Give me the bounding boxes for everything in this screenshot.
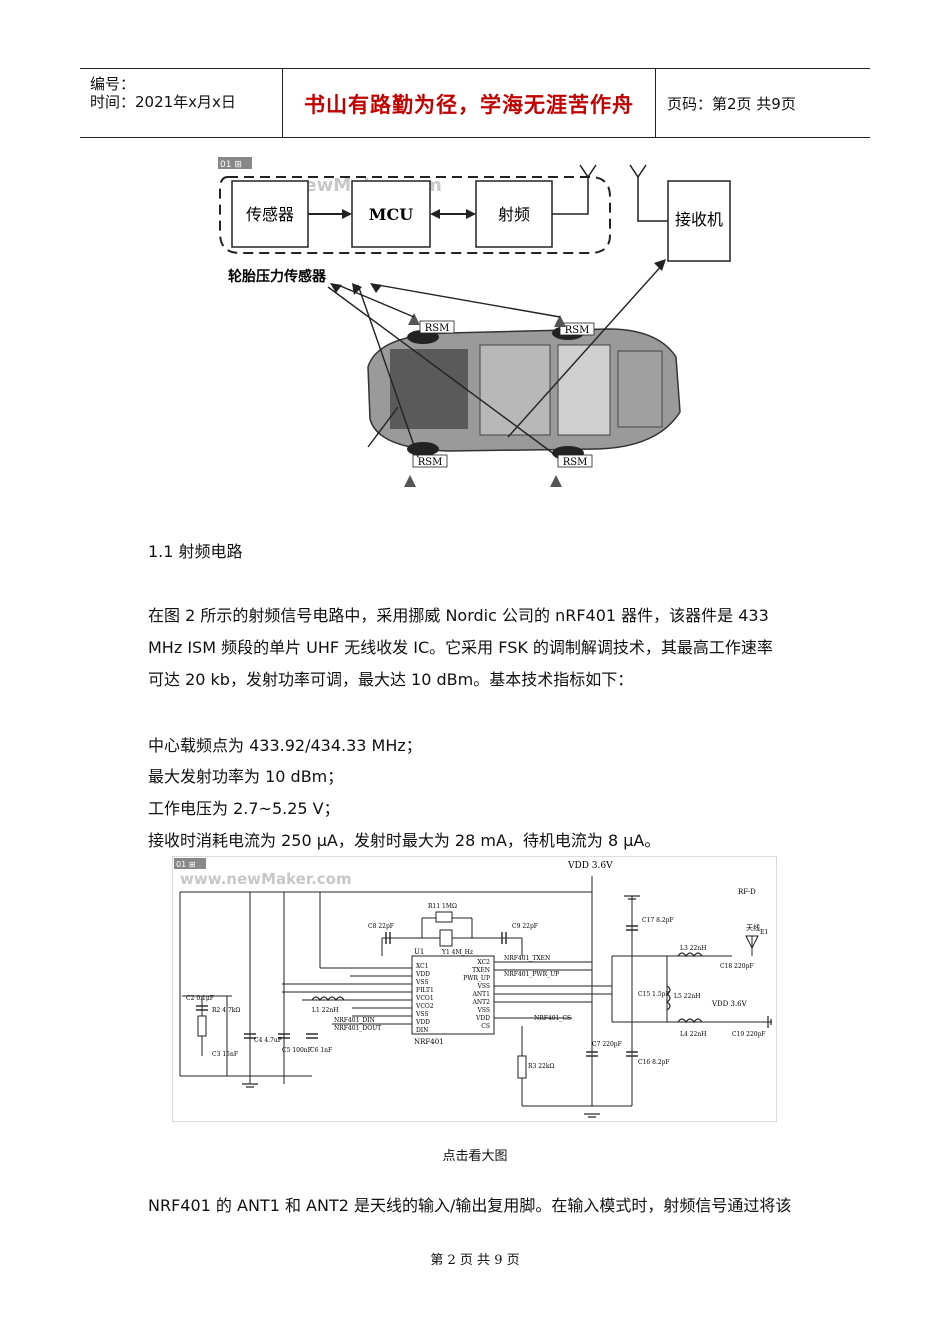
schematic-corner-tag: 01 ⊞ — [176, 860, 195, 869]
page-header: 编号： 时间：2021年x月x日 书山有路勤为径，学海无涯苦作舟 页码：第2页 … — [80, 68, 870, 138]
rf-schematic-figure: 01 ⊞ www.newMaker.com — [172, 856, 777, 1122]
pin-label-filt1: FILT1 — [416, 987, 434, 994]
pin-label-vss4: VSS — [477, 1007, 490, 1014]
mcu-block — [351, 180, 431, 248]
rf-d-label: RF-D — [738, 888, 756, 896]
header-meta-cell: 编号： 时间：2021年x月x日 — [80, 69, 282, 137]
label-r3: R3 22kΩ — [528, 1063, 555, 1070]
label-r2: R2 4.7kΩ — [212, 1007, 240, 1014]
continuation-line: NRF401 的 ANT1 和 ANT2 是天线的输入/输出复用脚。在输入模式时… — [148, 1196, 792, 1215]
spec-item-1: 中心载频点为 433.92/434.33 MHz； — [148, 736, 422, 755]
page-label: 页码：第2页 共9页 — [667, 95, 796, 113]
corner-tag: 01 ⊞ — [220, 160, 242, 170]
header-motto-cell: 书山有路勤为径，学海无涯苦作舟 — [282, 69, 656, 137]
tpms-system-figure: 01 ⊞ www.newMaker.com 传感器 MCU 射频 接收机 轮胎压… — [218, 157, 758, 497]
car-illustration — [367, 326, 681, 460]
vdd-right-label: VDD 3.6V — [711, 1000, 748, 1008]
sensor-block — [231, 180, 309, 248]
pin-label-vdd2: VDD — [415, 1019, 430, 1026]
label-e1: E1 — [760, 929, 768, 936]
header-page-cell: 页码：第2页 共9页 — [655, 69, 870, 137]
label-l1: L1 22nH — [312, 1007, 338, 1014]
group-label: 轮胎压力传感器 — [228, 268, 327, 285]
net-dout: NRF401_DOUT — [334, 1025, 381, 1032]
pin-label-vco2: VCO2 — [415, 1003, 434, 1010]
pin-label-xc1: XC1 — [416, 963, 429, 970]
ic-name-label: NRF401 — [414, 1038, 444, 1046]
label-r11: R11 1MΩ — [428, 903, 457, 910]
schematic-watermark: www.newMaker.com — [180, 870, 352, 888]
pin-label-vss: VSS — [415, 979, 428, 986]
label-c3: C3 15nF — [212, 1051, 238, 1058]
label-c2: C2 0.1μF — [186, 995, 214, 1002]
pin-label-pwr-up: PWR_UP — [463, 975, 490, 982]
pin-label-cs: CS — [481, 1023, 490, 1030]
label-c7: C7 220pF — [592, 1041, 622, 1048]
pin-label-vss2: VSS — [415, 1011, 428, 1018]
paragraph-line-3: 可达 20 kb，发射功率可调，最大达 10 dBm。基本技术指标如下： — [148, 670, 634, 689]
figure-caption[interactable]: 点击看大图 — [442, 1149, 508, 1164]
u1-label: U1 — [414, 948, 424, 956]
pin-label-xc2: XC2 — [477, 959, 490, 966]
label-c8: C8 22pF — [368, 923, 394, 930]
label-c19: C19 220pF — [732, 1031, 766, 1038]
label-c15: C15 1.5pF — [638, 991, 670, 998]
paragraph-line-2: MHz ISM 频段的单片 UHF 无线收发 IC。它采用 FSK 的调制解调技… — [148, 638, 773, 657]
net-din: NRF401_DIN — [334, 1017, 375, 1024]
pin-label-vco1: VCO1 — [415, 995, 434, 1002]
label-l3: L3 22nH — [680, 945, 706, 952]
pin-label-vdd: VDD — [415, 971, 430, 978]
label-c18: C18 220pF — [720, 963, 754, 970]
pin-label-vdd3: VDD — [475, 1015, 490, 1022]
antenna-label: 天线 — [746, 923, 760, 932]
pin-label-ant2: ANT2 — [472, 999, 491, 1006]
receiver-label: 接收机 — [675, 210, 723, 229]
pin-label-txen: TXEN — [472, 967, 490, 974]
mcu-label: MCU — [369, 205, 413, 224]
label-c16: C16 8.2pF — [638, 1059, 670, 1066]
rsm-label-rear-bottom: RSM — [563, 457, 588, 468]
label-c17: C17 8.2pF — [642, 917, 674, 924]
label-l5: L5 22nH — [674, 993, 700, 1000]
spec-item-2: 最大发射功率为 10 dBm； — [148, 767, 344, 786]
spec-item-4: 接收时消耗电流为 250 μA，发射时最大为 28 mA，待机电流为 8 μA。 — [148, 831, 661, 850]
vdd-top-label: VDD 3.6V — [567, 861, 613, 871]
label-c6: C6 1nF — [310, 1047, 332, 1054]
rsm-label-front-bottom: RSM — [418, 457, 443, 468]
number-label: 编号： — [90, 75, 136, 93]
page-footer: 第 2 页 共 9 页 — [430, 1253, 520, 1268]
label-c4: C4 4.7uF — [254, 1037, 282, 1044]
sensor-label: 传感器 — [246, 205, 294, 224]
section-heading: 1.1 射频电路 — [148, 542, 243, 561]
net-txen: NRF401_TXEN — [504, 955, 550, 962]
paragraph-line-1: 在图 2 所示的射频信号电路中，采用挪威 Nordic 公司的 nRF401 器… — [148, 606, 769, 625]
receiver-block — [667, 180, 731, 262]
net-pwr-up: NRF401_PWR_UP — [504, 971, 559, 978]
label-l4: L4 22nH — [680, 1031, 706, 1038]
motto: 书山有路勤为径，学海无涯苦作舟 — [304, 93, 634, 117]
time-label: 时间：2021年x月x日 — [90, 93, 236, 111]
pin-label-vss3: VSS — [477, 983, 490, 990]
pin-label-din: DIN — [416, 1027, 428, 1034]
label-y1: Y1 4M_Hz — [441, 949, 473, 956]
label-c9: C9 22pF — [512, 923, 538, 930]
rf-label: 射频 — [498, 205, 530, 224]
spec-item-3: 工作电压为 2.7~5.25 V； — [148, 799, 340, 818]
label-c5: C5 100nF — [282, 1047, 312, 1054]
net-cs: NRF401_CS — [534, 1015, 571, 1022]
rsm-label-rear-top: RSM — [565, 325, 590, 336]
rsm-label-front-top: RSM — [425, 323, 450, 334]
pin-label-ant1: ANT1 — [472, 991, 490, 998]
